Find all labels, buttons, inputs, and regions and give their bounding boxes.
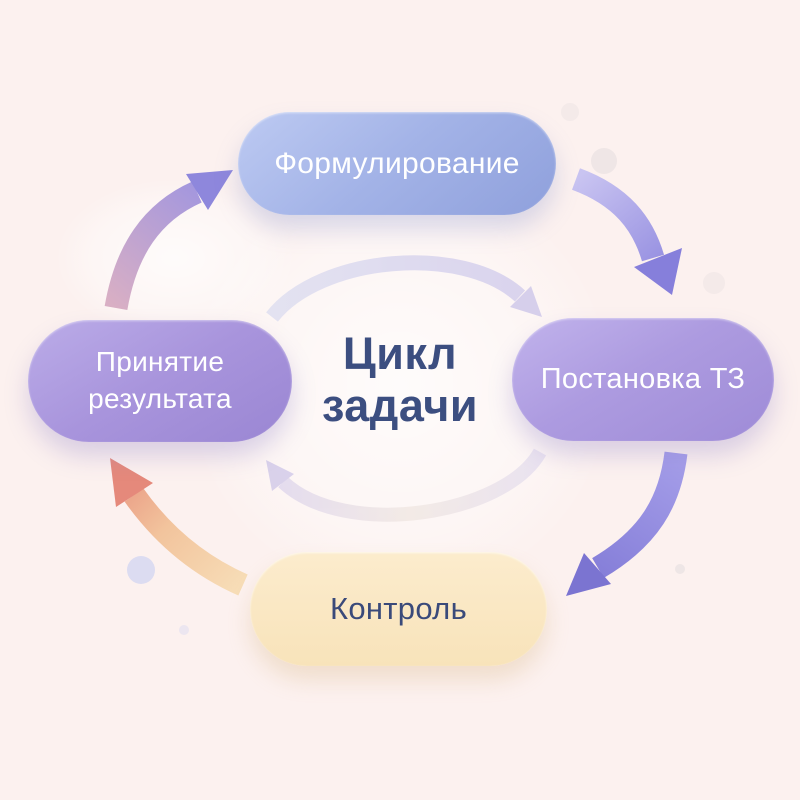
deco-circle bbox=[561, 103, 579, 121]
arrow-spec-to-control bbox=[566, 451, 688, 596]
deco-circle bbox=[591, 148, 617, 174]
node-formulation: Формулирование bbox=[238, 112, 556, 215]
inner-cycle-arc-top bbox=[266, 255, 542, 322]
deco-circle bbox=[675, 564, 685, 574]
node-spec: Постановка ТЗ bbox=[512, 318, 774, 441]
arrow-acceptance-to-formulation bbox=[104, 170, 233, 311]
node-spec-label: Постановка ТЗ bbox=[540, 363, 746, 395]
node-control-label: Контроль bbox=[329, 591, 468, 626]
node-formulation-label: Формулирование bbox=[274, 146, 520, 180]
inner-cycle-arc-bottom bbox=[266, 448, 547, 522]
deco-circle bbox=[179, 625, 189, 635]
arrow-control-to-acceptance bbox=[110, 458, 248, 596]
diagram-title: Цикл задачи bbox=[321, 328, 479, 432]
arrow-formulation-to-spec bbox=[571, 168, 682, 295]
deco-circle bbox=[703, 272, 725, 294]
node-acceptance: Принятие результата bbox=[28, 320, 292, 442]
node-acceptance-label: Принятие результата bbox=[88, 346, 232, 414]
node-control: Контроль bbox=[250, 552, 547, 666]
deco-circle bbox=[127, 556, 155, 584]
